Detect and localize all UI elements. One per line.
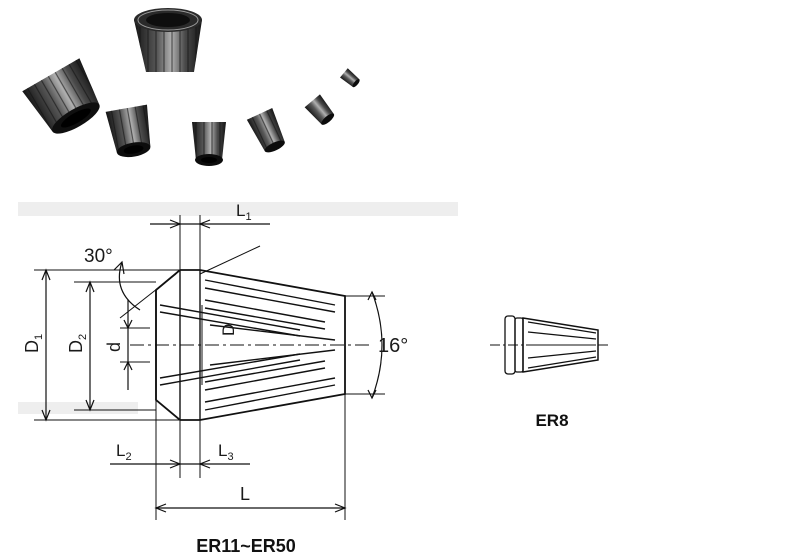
label-D: D — [219, 324, 238, 336]
label-d: d — [104, 342, 124, 352]
collet-photo-item — [246, 107, 285, 153]
collet-photo-item — [192, 122, 226, 166]
collet-photo — [22, 8, 360, 166]
collet-photo-item — [304, 94, 335, 125]
label-angle-16: 16° — [378, 335, 408, 357]
dimension-labels: L1 30° D1 D2 d D 16° L2 L3 L — [22, 201, 408, 504]
label-angle-30: 30° — [84, 246, 113, 267]
background-residue — [18, 202, 458, 414]
caption-main: ER11~ER50 — [196, 536, 296, 556]
technical-drawing-er8 — [490, 315, 610, 375]
slot-line — [204, 279, 336, 306]
label-L2: L2 — [116, 441, 132, 463]
collet-photo-item — [105, 104, 151, 158]
caption-small: ER8 — [535, 411, 568, 430]
collet-photo-item — [134, 8, 202, 72]
label-D1: D1 — [22, 334, 45, 353]
label-D2: D2 — [66, 334, 89, 353]
label-L: L — [240, 484, 250, 504]
collet-photo-item — [22, 58, 100, 134]
technical-drawing-main — [34, 215, 385, 520]
label-L3: L3 — [218, 441, 234, 463]
label-L1: L1 — [236, 201, 252, 223]
collet-photo-item — [340, 68, 360, 88]
